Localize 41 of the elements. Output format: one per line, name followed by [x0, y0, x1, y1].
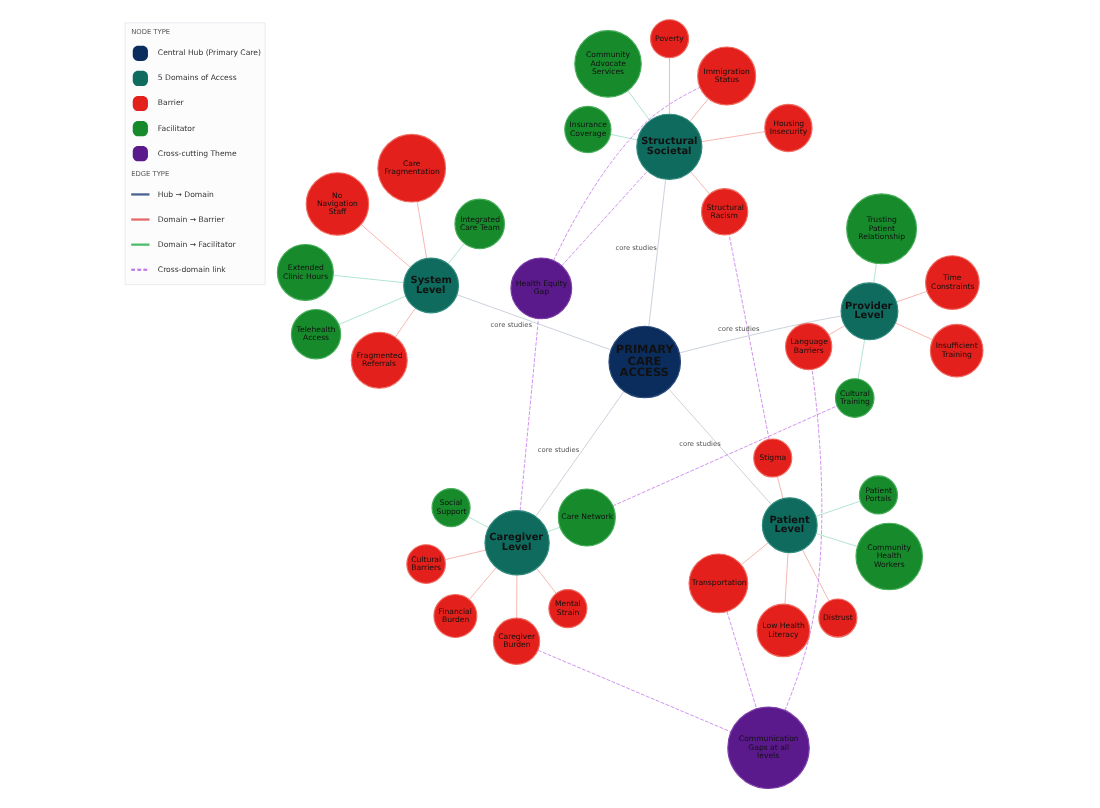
connector	[827, 325, 845, 336]
connector	[667, 57, 669, 115]
connector	[894, 290, 927, 303]
connector	[856, 339, 865, 380]
connector	[609, 133, 637, 141]
connector	[647, 179, 666, 327]
connector	[626, 90, 650, 121]
connector	[700, 131, 765, 143]
connector	[688, 98, 708, 122]
connector	[443, 549, 485, 561]
connector	[689, 171, 710, 195]
connector	[611, 405, 837, 507]
connector	[536, 649, 731, 733]
connector	[535, 567, 556, 594]
connector	[783, 369, 822, 711]
connector	[467, 567, 496, 600]
connector	[393, 307, 415, 338]
connector	[455, 294, 611, 351]
connector	[814, 533, 857, 547]
connector	[725, 611, 757, 710]
connector	[740, 542, 768, 565]
connector	[546, 526, 560, 533]
connector	[677, 315, 841, 354]
connector	[337, 295, 406, 326]
connector	[894, 322, 933, 341]
connector	[775, 476, 783, 500]
connector	[466, 516, 488, 529]
connector	[415, 201, 427, 259]
connector	[800, 549, 829, 602]
connector	[560, 170, 647, 267]
connector	[359, 224, 410, 268]
connector	[814, 500, 860, 517]
connector	[783, 552, 788, 605]
connector	[872, 263, 876, 284]
connector	[332, 274, 404, 284]
connector	[446, 243, 464, 265]
connector	[515, 574, 517, 619]
connector	[534, 390, 624, 517]
connector	[667, 388, 771, 506]
connector	[727, 234, 769, 440]
connector	[518, 318, 538, 511]
